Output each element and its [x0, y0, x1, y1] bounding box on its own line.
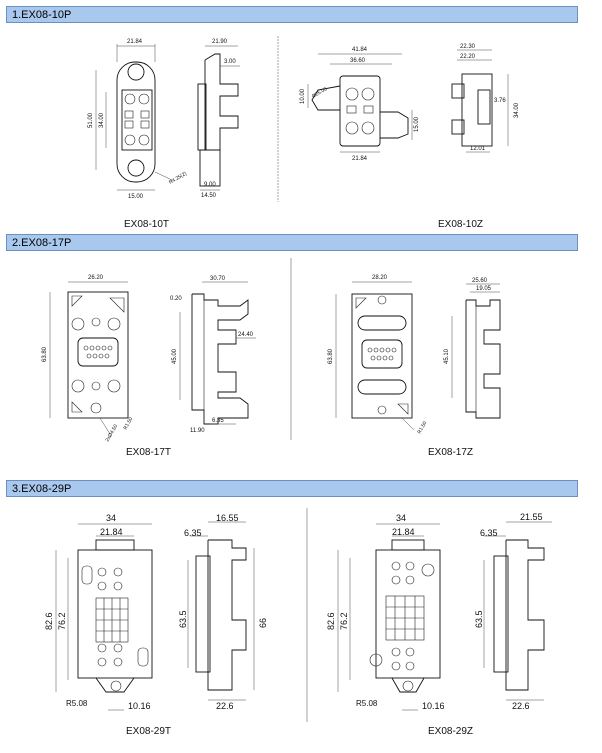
dim-s2t-note1: R1.50: [123, 416, 135, 431]
caption-ex08-29t: EX08-29T: [126, 726, 172, 737]
dim-s1z-side-r: 3.76: [494, 98, 506, 104]
dim-s2t-side-h: 45.00: [172, 348, 178, 364]
dim-s3t-w: 34: [106, 513, 116, 523]
dim-s3t-radius: R5.08: [66, 699, 88, 708]
section-header-1: 1.EX08-10P: [6, 6, 578, 23]
dim-s2t-side-t: 0.20: [170, 296, 182, 302]
caption-ex08-29z: EX08-29Z: [428, 726, 474, 737]
dim-s3z-side-h1: 63.5: [474, 610, 484, 628]
dim-s1z-phi: Ø25.00: [311, 86, 328, 100]
dim-s3t-bottom: 10.16: [128, 701, 151, 711]
dim-s1t-side-top: 3.00: [224, 59, 236, 65]
ex08-17z-front-view: [335, 281, 415, 431]
dim-s3t-w-inner: 21.84: [100, 527, 123, 537]
dim-s1t-side-b2: 14.50: [201, 193, 217, 199]
dim-s3t-side-b: 22.6: [216, 701, 234, 711]
ex08-10z-front-view: [307, 53, 413, 153]
dim-s1z-right: 15.00: [414, 116, 420, 132]
section-header-3: 3.EX08-29P: [6, 480, 578, 497]
dim-s3z-side-b: 22.6: [512, 701, 530, 711]
ex08-10z-side-view: [451, 49, 509, 153]
dim-s3t-side-h2: 66: [258, 618, 268, 628]
section-header-2: 2.EX08-17P: [6, 234, 578, 251]
ex08-29t-front-view: [55, 523, 153, 711]
dim-s1t-side-b1: 9.00: [204, 182, 216, 188]
dim-s1t-inner: 34.00: [99, 112, 105, 128]
dim-s3z-side-t: 6.35: [480, 528, 498, 538]
dim-s1z-side-h: 34.00: [514, 102, 520, 118]
dim-s3t-side-t: 6.35: [184, 528, 202, 538]
dim-s1t-h: 51.00: [88, 112, 94, 128]
dim-s1z-side-w2: 22.20: [460, 54, 476, 60]
dim-s3t-side-h1: 63.5: [178, 610, 188, 628]
dim-s2t-w: 26.20: [88, 275, 104, 281]
ex08-17t-front-view: [49, 281, 129, 435]
dim-s3z-w: 34: [396, 513, 406, 523]
dim-s2t-note2: 2xØ4.50: [105, 423, 120, 443]
dim-s1t-hole: R4.25(2): [168, 171, 188, 186]
ex08-17z-side-view: [451, 283, 501, 419]
dim-s1z-left: 10.00: [300, 88, 306, 104]
dim-s3t-h: 82.6: [44, 612, 54, 630]
dim-s2z-h: 63.80: [328, 348, 334, 364]
dim-s1t-side-w: 21.90: [212, 39, 228, 45]
caption-ex08-10t: EX08-10T: [124, 219, 170, 230]
caption-ex08-17t: EX08-17T: [126, 447, 172, 458]
dim-s1z-w-bottom: 21.84: [352, 156, 368, 162]
dim-s3z-h: 82.6: [326, 612, 336, 630]
dim-s3z-radius: R5.08: [356, 699, 378, 708]
ex08-17t-side-view: [179, 281, 256, 425]
dim-s3t-h-inner: 76.2: [57, 612, 67, 630]
dim-s3t-side-w: 16.55: [216, 513, 239, 523]
dim-s2t-side-w: 30.70: [210, 276, 226, 282]
dim-s1t-w: 21.84: [127, 39, 143, 45]
dim-s2t-side-b2: 11.90: [190, 428, 205, 434]
ex08-29z-side-view: [483, 521, 552, 701]
dim-s1z-w-top: 41.84: [352, 47, 368, 53]
caption-ex08-10z: EX08-10Z: [438, 219, 484, 230]
ex08-10t-front-view: [95, 44, 173, 191]
dim-s2t-side-b1: 6.35: [212, 418, 224, 424]
dim-s3z-bottom: 10.16: [422, 701, 445, 711]
dim-s2t-side-r: 24.40: [238, 332, 254, 338]
dim-s2z-side-w1: 25.60: [472, 278, 488, 284]
dim-s3z-side-w: 21.55: [520, 512, 543, 522]
dim-s1z-side-w1: 22.30: [460, 44, 476, 50]
caption-ex08-17z: EX08-17Z: [428, 447, 474, 458]
ex08-29z-front-view: [337, 523, 441, 711]
ex08-10t-side-view: [197, 45, 240, 191]
dim-s3z-h-inner: 76.2: [339, 612, 349, 630]
dim-s2z-w: 28.20: [372, 275, 388, 281]
dim-s2z-side-h: 45.10: [444, 348, 450, 364]
dim-s3z-w-inner: 21.84: [392, 527, 415, 537]
dim-s2z-note: R1.50: [417, 420, 429, 435]
ex08-29t-side-view: [187, 521, 255, 701]
dim-s1t-bottom: 15.00: [128, 194, 144, 200]
dim-s2z-side-w2: 19.05: [476, 286, 492, 292]
dim-s1z-side-b: 12.01: [470, 146, 486, 152]
dim-s2t-h: 63.80: [42, 346, 48, 362]
dim-s1z-w-inner: 36.60: [350, 58, 366, 64]
